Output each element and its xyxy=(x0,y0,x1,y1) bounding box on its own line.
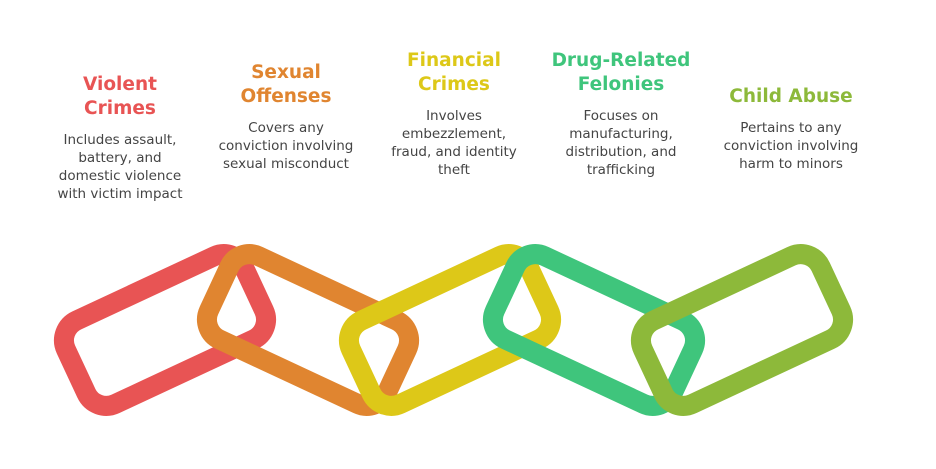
category-title: Financial Crimes xyxy=(407,50,501,95)
category-violent-crimes: Violent Crimes Includes assault, battery… xyxy=(45,73,195,203)
category-sexual-offenses: Sexual Offenses Covers any conviction in… xyxy=(211,61,361,173)
chain-link-financial-crimes xyxy=(338,244,562,416)
category-title: Violent Crimes xyxy=(83,74,157,119)
category-financial-crimes: Financial Crimes Involves embezzlement, … xyxy=(379,49,529,179)
category-drug-related-felonies: Drug-Related Felonies Focuses on manufac… xyxy=(546,49,696,179)
chain-link-sexual-offenses xyxy=(196,244,420,416)
category-title: Drug-Related Felonies xyxy=(551,50,691,95)
category-description: Covers any conviction involving sexual m… xyxy=(218,120,354,172)
category-title: Child Abuse xyxy=(729,86,853,107)
category-description: Includes assault, battery, and domestic … xyxy=(57,132,183,202)
chain-link-child-abuse xyxy=(630,244,854,416)
chain-link-violent-crimes xyxy=(53,244,277,416)
chain-link-drug-related-felonies xyxy=(482,244,706,416)
category-child-abuse: Child Abuse Pertains to any conviction i… xyxy=(716,85,866,173)
category-description: Involves embezzlement, fraud, and identi… xyxy=(391,108,517,178)
category-title: Sexual Offenses xyxy=(240,62,332,107)
category-description: Focuses on manufacturing, distribution, … xyxy=(565,108,677,178)
category-description: Pertains to any conviction involving har… xyxy=(723,120,859,172)
